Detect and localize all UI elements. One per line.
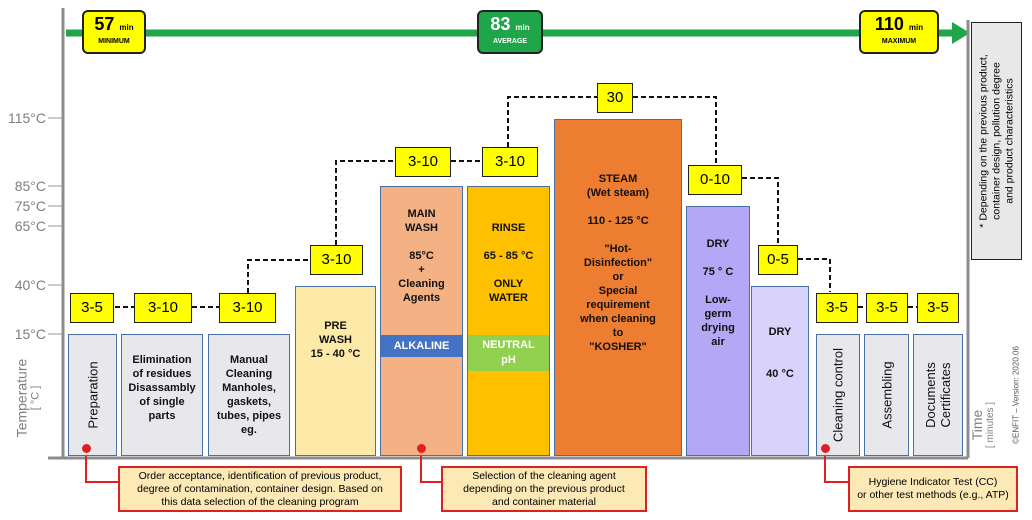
x-axis-title: Time [ minutes ]: [968, 390, 998, 460]
duration-preparation: 3-5: [70, 293, 114, 323]
duration-dry-75: 0-10: [688, 165, 742, 195]
average-unit: min: [515, 23, 530, 32]
note-hygiene-test: Hygiene Indicator Test (CC) or other tes…: [848, 466, 1018, 512]
y-tick-65: 65°C: [14, 218, 46, 234]
step-documents: Documents Certificates: [913, 334, 963, 456]
step-preparation-label: Preparation: [85, 361, 100, 429]
step-main-wash-label: MAIN WASH 85°C + Cleaning Agents: [398, 208, 445, 304]
x-axis-title-text: Time: [969, 409, 985, 441]
duration-elimination: 3-10: [134, 293, 192, 323]
step-cleaning-control: Cleaning control: [816, 334, 860, 456]
step-manual-cleaning: Manual Cleaning Manholes, gaskets, tubes…: [208, 334, 290, 456]
note-order-acceptance: Order acceptance, identification of prev…: [118, 466, 402, 512]
footnote-box: * Depending on the previous product, con…: [971, 22, 1022, 260]
marker-main-wash: [417, 444, 426, 453]
step-rinse-label: RINSE 65 - 85 °C ONLY WATER: [483, 222, 534, 304]
y-axis-title-text: Temperature: [13, 358, 30, 438]
maximum-time-box: 110 min MAXIMUM: [859, 10, 939, 54]
neutral-ph-band: NEUTRAL pH: [468, 335, 549, 371]
step-dry-40: DRY 40 °C: [751, 286, 809, 456]
note-cleaning-agent: Selection of the cleaning agent dependin…: [441, 466, 647, 512]
duration-cleaning-control: 3-5: [816, 293, 858, 323]
y-tick-15: 15°C: [14, 326, 46, 342]
duration-documents: 3-5: [917, 293, 959, 323]
duration-pre-wash: 3-10: [310, 245, 363, 275]
x-axis-unit: [ minutes ]: [985, 401, 996, 449]
timeline-arrowhead: [952, 22, 970, 44]
minimum-unit: min: [119, 23, 134, 32]
y-axis-unit: [ °C ]: [29, 385, 42, 411]
step-elimination: Elimination of residues Disassambly of s…: [121, 334, 203, 456]
duration-rinse: 3-10: [482, 147, 538, 177]
minimum-value: 57: [94, 14, 115, 34]
duration-manual-cleaning: 3-10: [219, 293, 276, 323]
step-main-wash: MAIN WASH 85°C + Cleaning Agents ALKALIN…: [380, 186, 463, 456]
marker-cleaning-control: [821, 444, 830, 453]
copyright: ©ENFIT – Version: 2020.06: [1006, 330, 1026, 460]
maximum-value: 110: [874, 14, 904, 34]
y-tick-40: 40°C: [14, 277, 46, 293]
copyright-text: ©ENFIT – Version: 2020.06: [1011, 346, 1021, 444]
step-pre-wash: PRE WASH 15 - 40 °C: [295, 286, 376, 456]
minimum-label: MINIMUM: [98, 38, 130, 45]
duration-steam: 30: [597, 83, 633, 113]
duration-dry-40: 0-5: [758, 245, 798, 275]
duration-assembling: 3-5: [866, 293, 908, 323]
average-label: AVERAGE: [492, 38, 528, 45]
step-documents-label: Documents Certificates: [923, 362, 953, 428]
minimum-time-box: 57 min MINIMUM: [82, 10, 146, 54]
alkaline-band: ALKALINE: [381, 335, 462, 357]
step-assembling-label: Assembling: [879, 361, 894, 429]
footnote-text: * Depending on the previous product, con…: [977, 54, 1015, 228]
average-value: 83: [490, 14, 511, 34]
step-steam: STEAM (Wet steam) 110 - 125 °C "Hot- Dis…: [554, 119, 682, 456]
maximum-label: MAXIMUM: [881, 38, 917, 45]
y-tick-75: 75°C: [14, 198, 46, 214]
step-preparation: Preparation: [68, 334, 117, 456]
y-axis-title: Temperature [ °C ]: [6, 350, 50, 446]
duration-main-wash: 3-10: [395, 147, 451, 177]
maximum-unit: min: [908, 23, 924, 32]
y-tick-85: 85°C: [14, 178, 46, 194]
step-assembling: Assembling: [864, 334, 909, 456]
marker-preparation: [82, 444, 91, 453]
average-time-box: 83 min AVERAGE: [477, 10, 543, 54]
step-cleaning-control-label: Cleaning control: [830, 348, 846, 442]
step-dry-75: DRY 75 ° C Low- germ drying air: [686, 206, 750, 456]
step-rinse: RINSE 65 - 85 °C ONLY WATER NEUTRAL pH: [467, 186, 550, 456]
y-tick-115: 115°C: [7, 110, 46, 126]
